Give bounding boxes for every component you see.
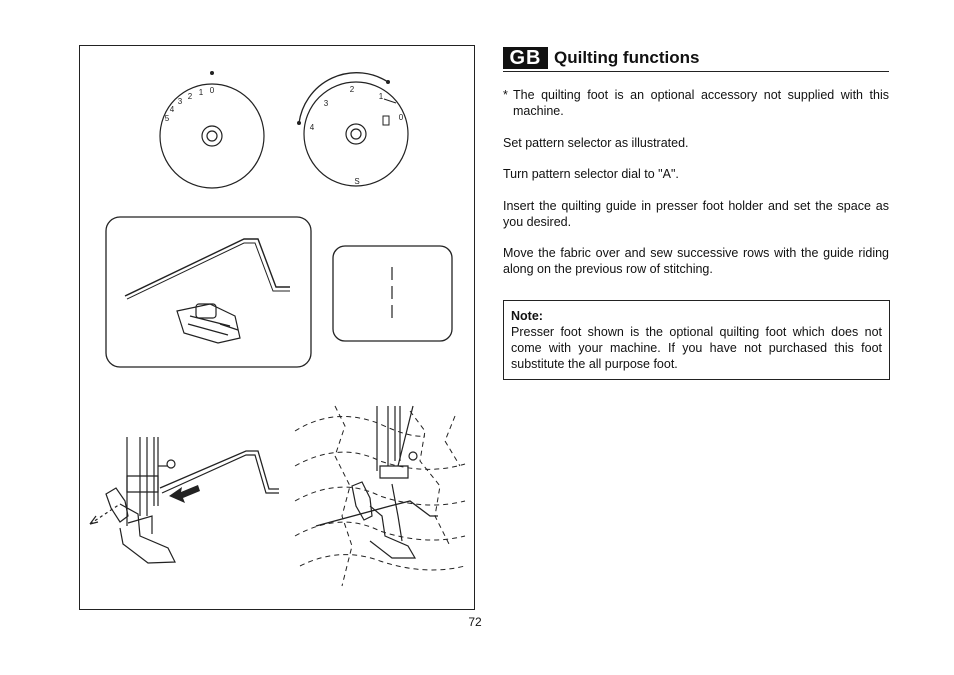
bullet-text: The quilting foot is an optional accesso… [513,88,889,118]
instruction-step-2: Turn pattern selector dial to "A". [503,167,679,181]
accessory-note: * The quilting foot is an optional acces… [503,87,889,119]
arrow-left-icon [169,485,200,503]
instruction-step-3: Insert the quilting guide in presser foo… [503,198,889,229]
bullet-star: * [503,88,508,102]
dial-label: 2 [188,92,193,101]
instruction-step-1: Set pattern selector as illustrated. [503,135,689,150]
dial-label: S [354,177,359,186]
note-title: Note: [511,309,543,323]
section-header: GB Quilting functions [503,45,889,72]
dial-label: 4 [310,123,315,132]
page-title: Quilting functions [554,48,700,67]
pattern-selector-dial-icon: 4 3 2 1 0 S [297,72,409,187]
dial-label: 1 [199,88,204,97]
note-text: Presser foot shown is the optional quilt… [511,325,882,371]
dial-label: 0 [210,86,215,95]
guide-insertion-illustration [89,437,279,564]
dial-label: 1 [379,92,384,101]
presser-foot-icon [176,303,241,344]
stitch-width-dial-icon: 0 1 2 3 4 5 [159,71,265,189]
instruction-step-4: Move the fabric over and sew successive … [503,246,889,276]
sewing-rows-illustration [294,405,466,587]
page-number: 72 [468,615,482,629]
dial-label: 3 [178,97,183,106]
dial-label: 5 [165,114,170,123]
dial-label: 3 [324,99,329,108]
dial-label: 0 [399,113,404,122]
quilting-guide-box [105,216,312,368]
quilting-illustrations: 0 1 2 3 4 5 4 3 2 1 0 S [89,71,466,587]
stitch-pattern-box [332,245,453,342]
illustration-panel: 0 1 2 3 4 5 4 3 2 1 0 S [79,45,475,610]
note-box: Note: Presser foot shown is the optional… [503,300,890,380]
dial-label: 4 [170,105,175,114]
dial-label: 2 [350,85,355,94]
language-badge: GB [503,47,548,69]
instructions: * The quilting foot is an optional acces… [503,87,889,293]
